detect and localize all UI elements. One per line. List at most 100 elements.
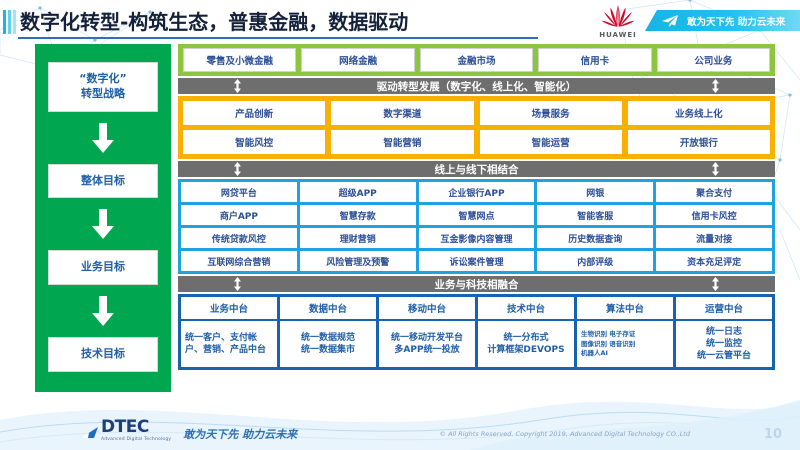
business-goal-cell[interactable]: 信用卡风控: [656, 205, 772, 225]
huawei-wordmark: HUAWEI: [599, 31, 637, 39]
sidebar-item-overall-goal-label: 整体目标: [81, 173, 125, 187]
tech-platform-detail: 生物识别 电子存证图像识别 语音识别机器人AI: [577, 321, 673, 368]
overall-goal-cell[interactable]: 智能运营: [479, 130, 622, 154]
overall-goal-cell[interactable]: 产品创新: [183, 101, 326, 125]
copyright-text: © All Rights Reserved. Copyright 2019, A…: [439, 430, 690, 438]
tech-platform-title: 算法中台: [577, 297, 673, 319]
dtec-logo: DTEC Advanced Digital Technology 敢为天下先 助…: [80, 419, 297, 442]
business-line-cell[interactable]: 公司业务: [656, 48, 771, 72]
arrow-down-icon: [92, 122, 114, 153]
overall-goals-row: 智能风控 智能营销 智能运营 开放银行: [183, 130, 770, 154]
overall-goals-row: 产品创新 数字渠道 场景服务 业务线上化: [183, 101, 770, 125]
business-goal-cell[interactable]: 超级APP: [299, 182, 416, 202]
page-number: 10: [763, 427, 782, 442]
overall-goal-cell[interactable]: 智能风控: [183, 130, 326, 154]
overall-goal-cell[interactable]: 数字渠道: [331, 101, 474, 125]
tech-platform-detail: 统一数据规范统一数据集市: [280, 321, 376, 368]
tech-platform-title: 移动中台: [379, 297, 475, 319]
business-goal-cell[interactable]: 智能客服: [537, 205, 654, 225]
arrow-down-icon: [92, 296, 114, 327]
tech-platform-column[interactable]: 运营中台 统一日志统一监控统一云管平台: [676, 297, 772, 368]
business-goal-cell[interactable]: 历史数据查询: [537, 228, 654, 248]
tech-platform-column[interactable]: 移动中台 统一移动开发平台多APP统一投放: [379, 297, 475, 368]
business-goal-cell[interactable]: 智慧存款: [299, 205, 416, 225]
business-goal-cell[interactable]: 商户APP: [181, 205, 297, 225]
business-goal-cell[interactable]: 网银: [537, 182, 654, 202]
business-goal-cell[interactable]: 智慧网点: [418, 205, 535, 225]
sidebar-item-strategy-label: “数字化”转型战略: [79, 72, 127, 100]
sidebar-item-strategy[interactable]: “数字化”转型战略: [48, 62, 158, 112]
connector-online-offline: 线上与线下相结合: [178, 161, 775, 177]
business-line-cell[interactable]: 零售及小微金融: [183, 48, 297, 72]
double-arrow-vertical-icon: [712, 79, 719, 93]
business-line-cell[interactable]: 金融市场: [419, 48, 534, 72]
dtec-wordmark: DTEC: [101, 417, 149, 437]
business-line-cell[interactable]: 网络金融: [301, 48, 415, 72]
sidebar-item-business-goal-label: 业务目标: [81, 260, 125, 274]
background-wave-decoration: [0, 400, 800, 450]
overall-goal-cell[interactable]: 开放银行: [627, 130, 770, 154]
double-arrow-vertical-icon: [712, 277, 719, 291]
business-goal-cell[interactable]: 互联网综合营销: [181, 251, 297, 271]
business-goals-row: 传统贷款风控 理财营销 互金影像内容管理 历史数据查询 流量对接: [181, 228, 772, 248]
business-goal-cell[interactable]: 资本充足评定: [656, 251, 772, 271]
tech-platform-title: 运营中台: [676, 297, 772, 319]
overall-goal-cell[interactable]: 业务线上化: [627, 101, 770, 125]
sidebar-item-overall-goal[interactable]: 整体目标: [48, 163, 158, 199]
sidebar-item-business-goal[interactable]: 业务目标: [48, 250, 158, 286]
paper-plane-icon: [662, 14, 678, 27]
business-goals-row: 网贷平台 超级APP 企业银行APP 网银 聚合支付: [181, 182, 772, 202]
tech-platform-title: 业务中台: [181, 297, 277, 319]
arrow-down-icon: [92, 209, 114, 240]
business-goal-cell[interactable]: 流量对接: [656, 228, 772, 248]
business-goal-cell[interactable]: 内部评级: [537, 251, 654, 271]
business-goals-row: 商户APP 智慧存款 智慧网点 智能客服 信用卡风控: [181, 205, 772, 225]
tech-platform-column[interactable]: 数据中台 统一数据规范统一数据集市: [280, 297, 376, 368]
tech-goals-band: 业务中台 统一客户、支付帐户、营销、产品中台 数据中台 统一数据规范统一数据集市…: [178, 294, 775, 371]
business-goals-row: 互联网综合营销 风险管理及预警 诉讼案件管理 内部评级 资本充足评定: [181, 251, 772, 271]
banner-text: 敢为天下先 助力云未来: [687, 16, 786, 28]
business-goal-cell[interactable]: 诉讼案件管理: [418, 251, 535, 271]
business-goal-cell[interactable]: 网贷平台: [181, 182, 297, 202]
accent-bars-icon: [3, 10, 17, 34]
business-goal-cell[interactable]: 理财营销: [299, 228, 416, 248]
sidebar-item-tech-goal-label: 技术目标: [81, 347, 125, 361]
tech-platform-detail: 统一客户、支付帐户、营销、产品中台: [181, 321, 277, 368]
slide-footer: DTEC Advanced Digital Technology 敢为天下先 助…: [0, 402, 800, 450]
footer-slogan: 敢为天下先 助力云未来: [183, 428, 298, 441]
diagram-body: “数字化”转型战略 整体目标 业务目标 技术目标 零售及小微金融 网络金融 金融…: [0, 42, 800, 402]
connector-online-offline-label: 线上与线下相结合: [434, 163, 519, 176]
double-arrow-vertical-icon: [712, 162, 719, 176]
header-banner: 敢为天下先 助力云未来: [645, 10, 800, 31]
business-goals-band: 网贷平台 超级APP 企业银行APP 网银 聚合支付 商户APP 智慧存款 智慧…: [178, 179, 775, 274]
huawei-logo: HUAWEI: [594, 3, 642, 39]
strategy-sidebar: “数字化”转型战略 整体目标 业务目标 技术目标: [35, 44, 171, 392]
page-title: 数字化转型-构筑生态，普惠金融，数据驱动: [20, 10, 409, 34]
sidebar-item-tech-goal[interactable]: 技术目标: [48, 337, 158, 372]
business-goal-cell[interactable]: 传统贷款风控: [181, 228, 297, 248]
double-arrow-vertical-icon: [234, 79, 241, 93]
business-goal-cell[interactable]: 风险管理及预警: [299, 251, 416, 271]
overall-goal-cell[interactable]: 智能营销: [331, 130, 474, 154]
title-underline: [18, 37, 538, 39]
connector-business-tech-label: 业务与科技相融合: [434, 278, 519, 291]
double-arrow-vertical-icon: [234, 162, 241, 176]
dtec-triangle-icon: [81, 427, 98, 438]
connector-business-tech: 业务与科技相融合: [178, 276, 775, 292]
tech-platform-column[interactable]: 技术中台 统一分布式计算框架DEVOPS: [478, 297, 574, 368]
huawei-flower-icon: [601, 5, 635, 27]
business-goal-cell[interactable]: 聚合支付: [656, 182, 772, 202]
business-goal-cell[interactable]: 企业银行APP: [418, 182, 535, 202]
tech-platform-column[interactable]: 业务中台 统一客户、支付帐户、营销、产品中台: [181, 297, 277, 368]
tech-platform-detail: 统一分布式计算框架DEVOPS: [478, 321, 574, 368]
business-goal-cell[interactable]: 互金影像内容管理: [418, 228, 535, 248]
tech-platform-column[interactable]: 算法中台 生物识别 电子存证图像识别 语音识别机器人AI: [577, 297, 673, 368]
overall-goals-band: 产品创新 数字渠道 场景服务 业务线上化 智能风控 智能营销 智能运营 开放银行: [178, 96, 775, 159]
business-lines-band: 零售及小微金融 网络金融 金融市场 信用卡 公司业务: [178, 44, 775, 76]
connector-driving-transformation: 驱动转型发展（数字化、线上化、智能化）: [178, 78, 775, 94]
overall-goal-cell[interactable]: 场景服务: [479, 101, 622, 125]
business-line-cell[interactable]: 信用卡: [538, 48, 652, 72]
tech-platform-title: 技术中台: [478, 297, 574, 319]
tech-platform-title: 数据中台: [280, 297, 376, 319]
